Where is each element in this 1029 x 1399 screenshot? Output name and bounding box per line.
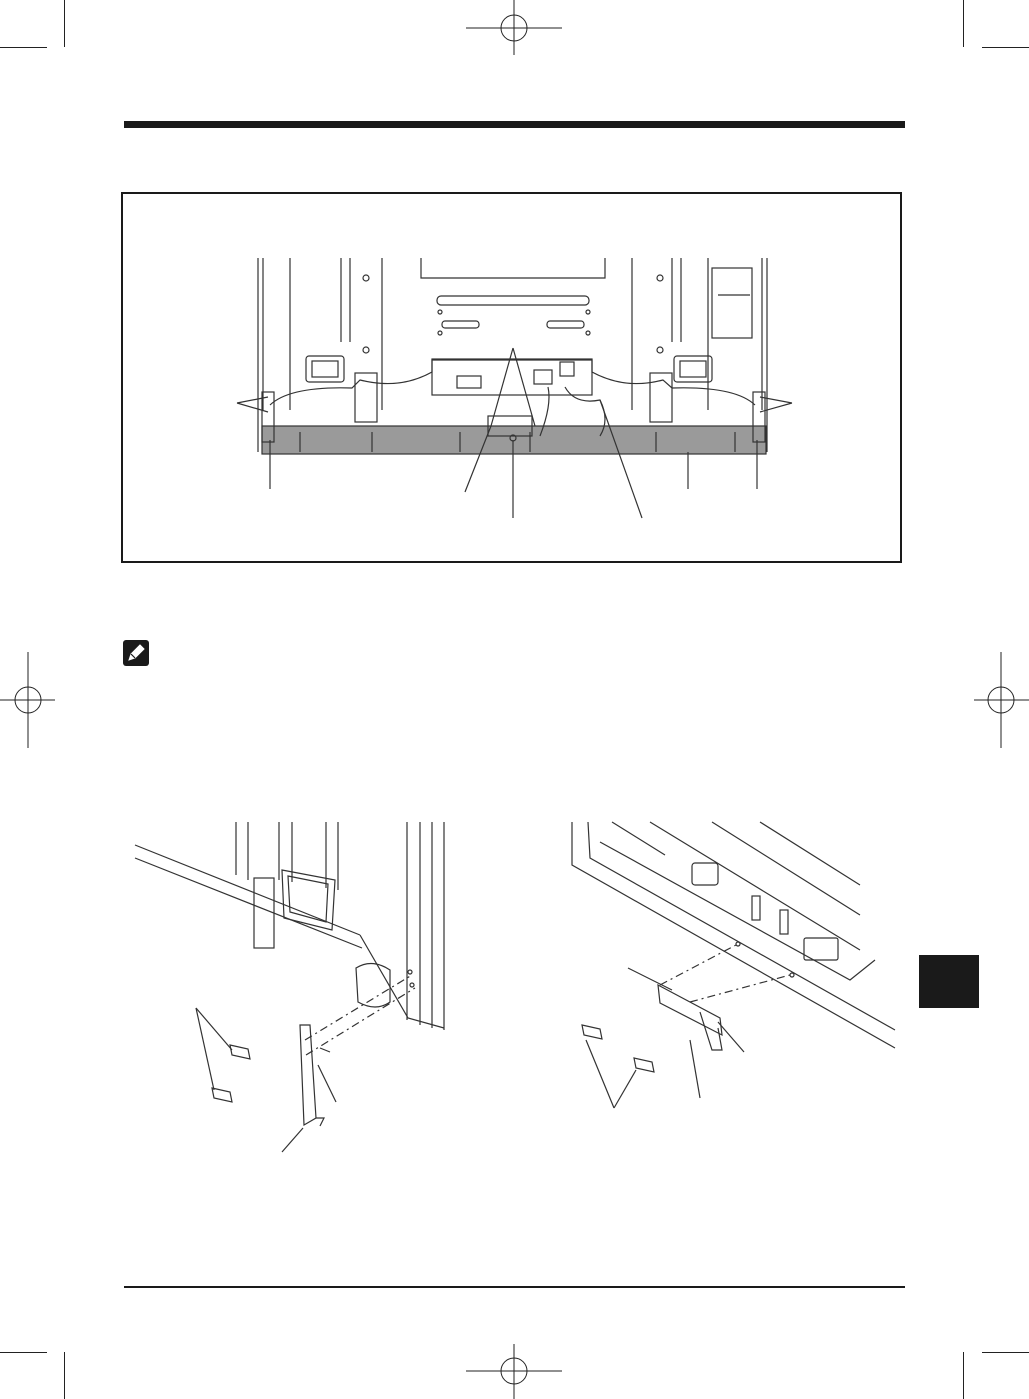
crop-mark	[963, 1352, 964, 1399]
pencil-icon	[123, 640, 149, 666]
footer-rule	[124, 1286, 905, 1288]
crop-mark	[0, 1352, 47, 1353]
chapter-tab	[919, 955, 979, 1008]
crop-mark	[963, 0, 964, 47]
crop-mark	[64, 0, 65, 47]
crop-mark	[982, 1352, 1029, 1353]
rear-view-figure	[121, 192, 902, 563]
crop-mark	[982, 47, 1029, 48]
crop-mark	[0, 47, 47, 48]
crop-mark	[64, 1352, 65, 1399]
header-rule	[124, 121, 905, 128]
